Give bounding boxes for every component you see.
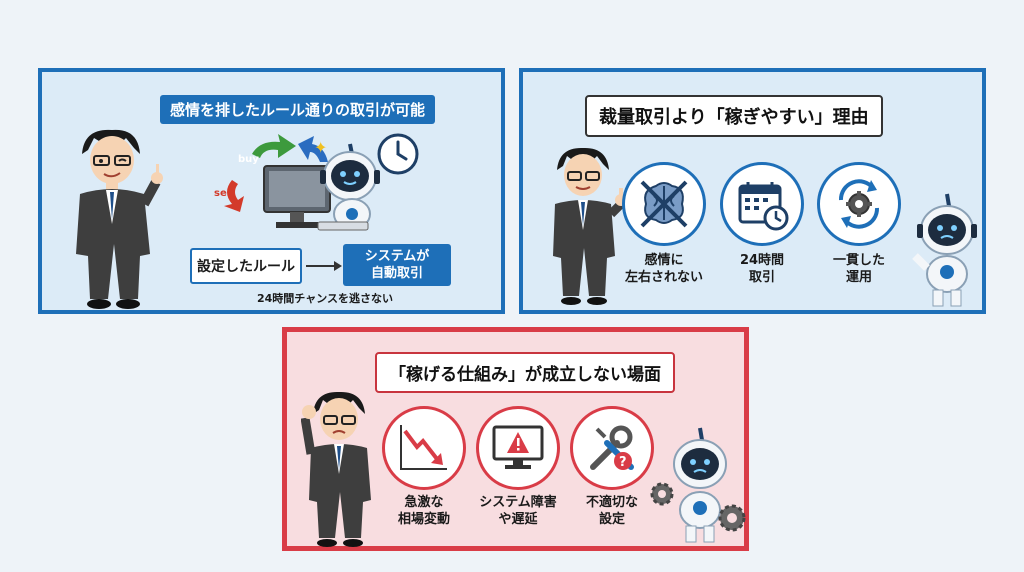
tools-question-icon: ? — [570, 406, 654, 490]
warning-monitor-icon — [476, 406, 560, 490]
businessman-worried-figure — [301, 391, 371, 547]
svg-text:?: ? — [619, 455, 627, 470]
scenario-caption-1: 急激な 相場変動 — [397, 495, 450, 527]
reason-caption-3: 一貫した 運用 — [832, 253, 885, 285]
robot-typing-figure — [317, 143, 380, 231]
sell-tag: sell — [214, 188, 234, 199]
sparkle-icon: ✦ — [314, 138, 328, 157]
system-auto-trade-box: システムが 自動取引 — [343, 244, 451, 286]
computer-monitor-icon — [263, 165, 331, 228]
rule-box: 設定したルール — [190, 248, 302, 284]
note-24h: 24時間チャンスを逃さない — [257, 292, 393, 305]
scenario-caption-3: 不適切な 設定 — [585, 495, 638, 527]
clock-icon — [377, 133, 419, 175]
reason-caption-2: 24時間 取引 — [739, 253, 785, 285]
panel-failure-scenarios: 「稼げる仕組み」が成立しない場面 急激な 相場変動 システ — [282, 327, 749, 551]
panel-rule-trading: 感情を排したルール通りの取引が可能 buy buy sell — [38, 68, 505, 314]
calendar-clock-icon — [720, 162, 804, 246]
businessman-winking-figure — [76, 129, 163, 309]
panel-title: 「稼げる仕組み」が成立しない場面 — [375, 352, 675, 393]
panel-title: 感情を排したルール通りの取引が可能 — [160, 95, 436, 124]
scenario-caption-2: システム障害 や遅延 — [479, 495, 557, 527]
arrow-right-icon — [306, 261, 342, 271]
falling-chart-icon — [382, 406, 466, 490]
panel-easier-profit: 裁量取引より「稼ぎやすい」理由 感情に 左右されない — [519, 68, 986, 314]
cycle-gear-icon — [817, 162, 901, 246]
panel-title: 裁量取引より「稼ぎやすい」理由 — [585, 95, 883, 137]
crossed-brain-icon — [622, 162, 706, 246]
businessman-thumbs-up-figure — [553, 147, 627, 305]
reason-caption-1: 感情に 左右されない — [624, 253, 703, 285]
robot-gears-figure — [650, 427, 746, 543]
buy-tag-left: buy — [238, 154, 259, 165]
robot-sad-figure — [912, 193, 977, 307]
